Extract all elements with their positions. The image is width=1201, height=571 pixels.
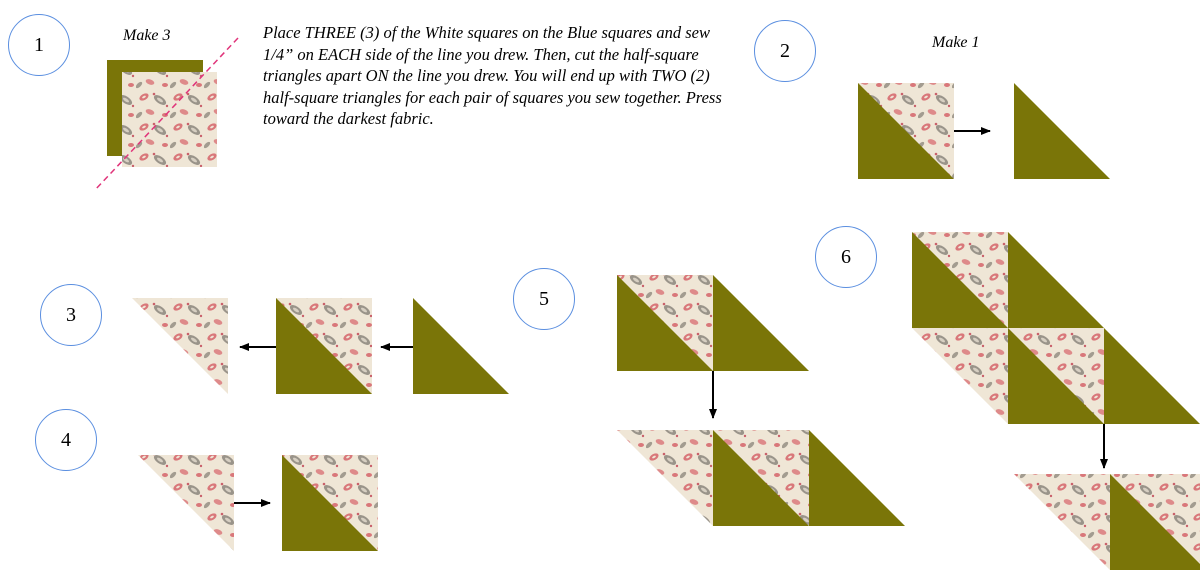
step-5-top-unit — [617, 275, 809, 371]
step-3-fabric-triangle — [132, 298, 228, 394]
step-1-square-pair — [95, 38, 238, 190]
step-6-bottom-unit — [1014, 474, 1200, 570]
step-5-bottom-unit — [617, 430, 905, 526]
step-6-top-unit — [912, 232, 1200, 424]
step-4-fabric-triangle — [138, 455, 234, 551]
step-4-half-square-triangle — [282, 455, 378, 551]
step-2-half-square-triangle — [858, 83, 954, 179]
step-3-olive-triangle — [413, 298, 509, 394]
step-3-half-square-triangle — [276, 298, 372, 394]
step-2-olive-triangle — [1014, 83, 1110, 179]
